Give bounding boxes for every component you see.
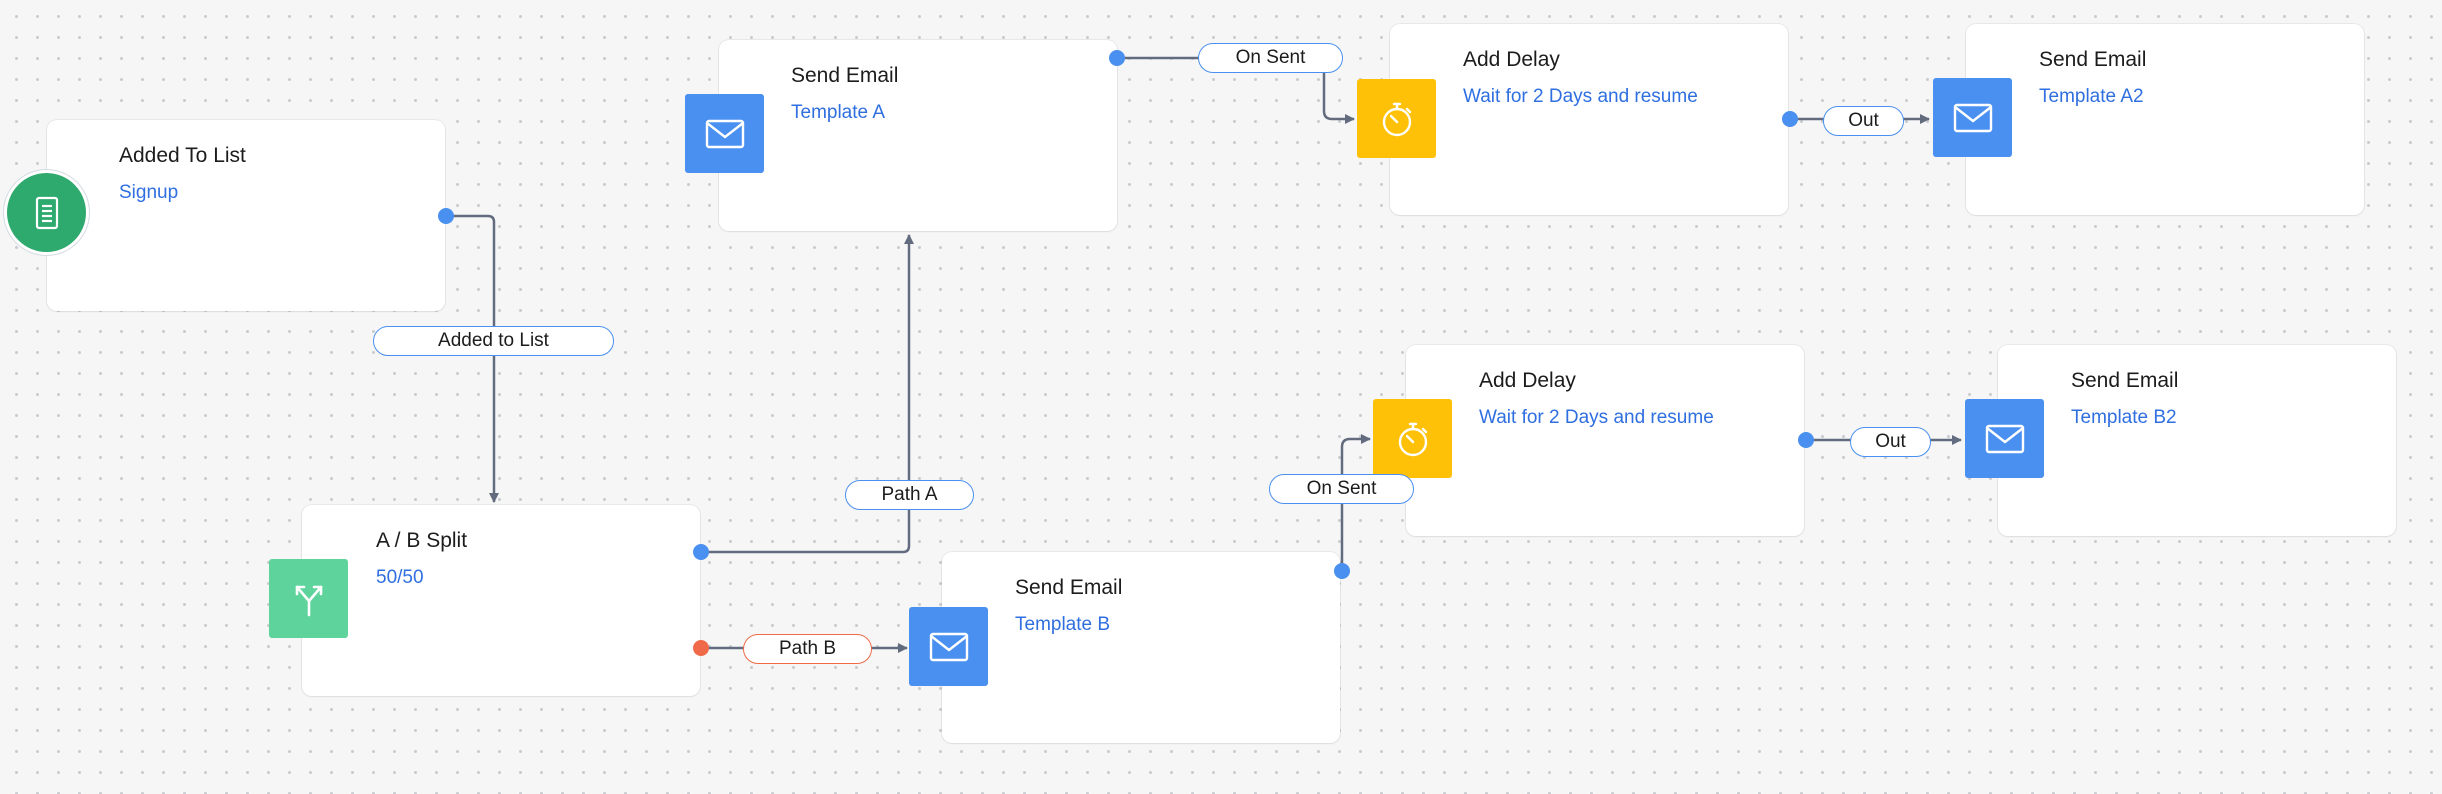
node-title: Send Email (2071, 369, 2179, 392)
edge-label-on-sent-b[interactable]: On Sent (1269, 474, 1414, 504)
node-add-delay-a[interactable]: Add Delay Wait for 2 Days and resume (1390, 24, 1788, 215)
output-port[interactable] (1109, 50, 1125, 66)
edge-trigger-to-split (446, 214, 499, 503)
edge-label-out-b[interactable]: Out (1850, 427, 1931, 457)
node-title: Send Email (2039, 48, 2147, 71)
edge-label-added-to-list[interactable]: Added to List (373, 326, 614, 356)
split-icon[interactable] (269, 559, 348, 638)
output-port[interactable] (1334, 563, 1350, 579)
output-port-path-b[interactable] (693, 640, 709, 656)
output-port[interactable] (438, 208, 454, 224)
edge-label-out-a[interactable]: Out (1823, 106, 1904, 136)
node-title: Send Email (1015, 576, 1123, 599)
node-send-email-template-b[interactable]: Send Email Template B (942, 552, 1340, 743)
node-title: Added To List (119, 144, 246, 167)
mail-icon[interactable] (909, 607, 988, 686)
node-subtitle[interactable]: Wait for 2 Days and resume (1479, 407, 1714, 428)
edge-label-path-a[interactable]: Path A (845, 480, 974, 510)
node-subtitle[interactable]: Template B2 (2071, 407, 2177, 428)
node-subtitle[interactable]: Template A2 (2039, 86, 2144, 107)
edge-label-on-sent-a[interactable]: On Sent (1198, 43, 1343, 73)
node-ab-split[interactable]: A / B Split 50/50 (302, 505, 700, 696)
output-port[interactable] (1798, 432, 1814, 448)
node-subtitle[interactable]: 50/50 (376, 567, 424, 588)
node-subtitle[interactable]: Template A (791, 102, 885, 123)
output-port-path-a[interactable] (693, 544, 709, 560)
mail-icon[interactable] (685, 94, 764, 173)
node-send-email-template-b2[interactable]: Send Email Template B2 (1998, 345, 2396, 536)
node-title: Add Delay (1479, 369, 1576, 392)
node-subtitle[interactable]: Template B (1015, 614, 1111, 635)
edge-label-path-b[interactable]: Path B (743, 634, 872, 664)
output-port[interactable] (1782, 111, 1798, 127)
edge-email-b-to-delay-b (1340, 434, 1371, 570)
node-subtitle[interactable]: Signup (119, 182, 179, 203)
node-title: Add Delay (1463, 48, 1560, 71)
form-icon[interactable] (7, 173, 86, 252)
node-added-to-list[interactable]: Added To List Signup (47, 120, 445, 311)
node-title: A / B Split (376, 529, 468, 552)
mail-icon[interactable] (1965, 399, 2044, 478)
node-title: Send Email (791, 64, 899, 87)
node-add-delay-b[interactable]: Add Delay Wait for 2 Days and resume (1406, 345, 1804, 536)
node-send-email-template-a2[interactable]: Send Email Template A2 (1966, 24, 2364, 215)
stopwatch-icon[interactable] (1373, 399, 1452, 478)
node-subtitle[interactable]: Wait for 2 Days and resume (1463, 86, 1698, 107)
node-send-email-template-a[interactable]: Send Email Template A (719, 40, 1117, 231)
mail-icon[interactable] (1933, 78, 2012, 157)
stopwatch-icon[interactable] (1357, 79, 1436, 158)
